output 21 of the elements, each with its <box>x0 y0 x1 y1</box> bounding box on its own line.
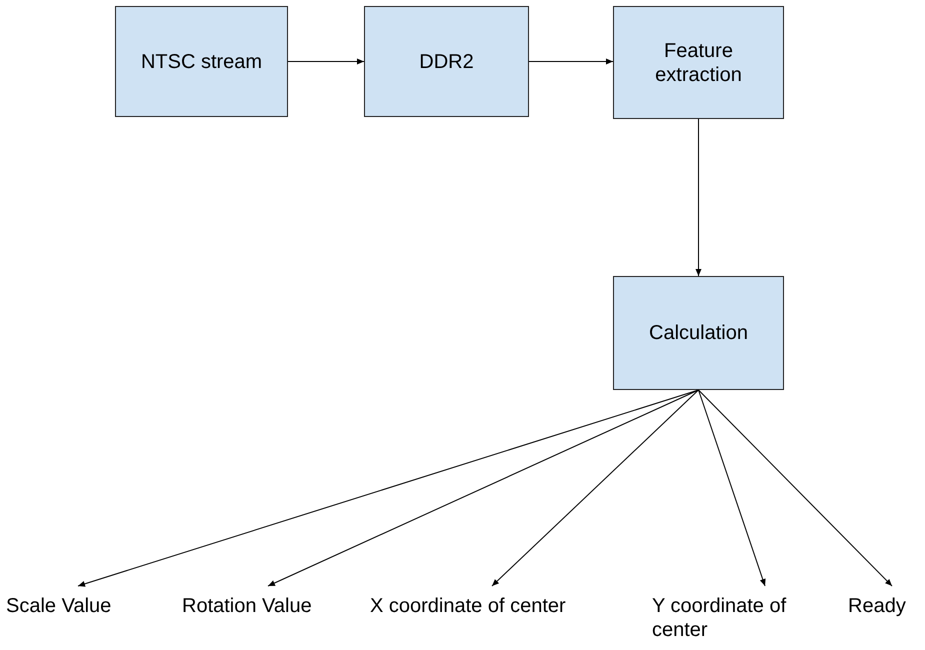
output-label: Y coordinate of center <box>652 594 788 642</box>
output-label: X coordinate of center <box>370 594 566 618</box>
process-box <box>613 6 784 119</box>
arrow <box>288 58 364 64</box>
arrow <box>528 58 614 64</box>
arrow <box>78 390 699 587</box>
arrow <box>698 390 766 586</box>
output-label: Scale Value <box>6 594 112 618</box>
box-label: DDR2 <box>419 50 474 74</box>
process-box <box>364 6 529 117</box>
output-label: Ready <box>848 594 906 618</box>
output-label: Rotation Value <box>182 594 312 618</box>
process-box <box>115 6 288 117</box>
box-label: Feature extraction <box>654 38 743 86</box>
box-label: NTSC stream <box>140 50 262 74</box>
arrow <box>696 118 702 276</box>
process-box <box>613 276 784 390</box>
arrow <box>492 390 699 586</box>
arrow <box>698 390 892 586</box>
box-label: Calculation <box>649 321 748 345</box>
arrow <box>268 390 699 586</box>
